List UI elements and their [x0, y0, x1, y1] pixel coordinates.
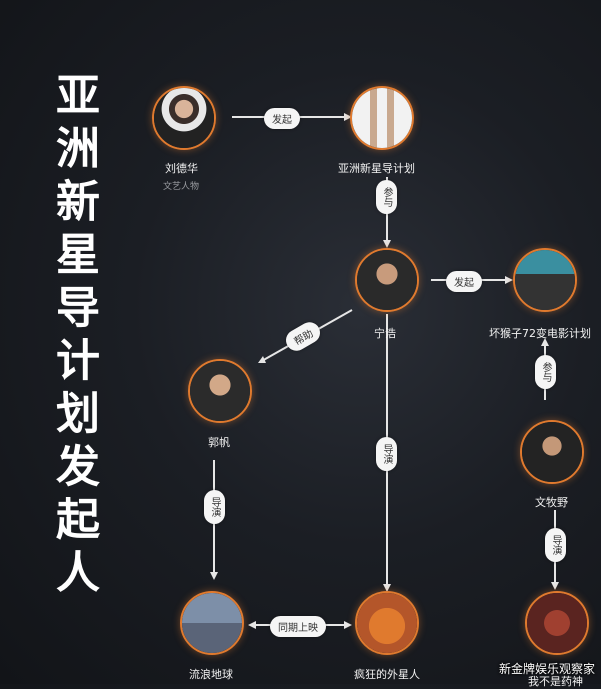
edge-label-daoyan: 导演 — [204, 490, 225, 524]
node-liudehua[interactable] — [152, 86, 216, 150]
edge-label-daoyan: 导演 — [545, 528, 566, 562]
edge-label-canyu: 参与 — [535, 355, 556, 389]
node-label: 疯狂的外星人 — [354, 668, 420, 681]
arrowhead — [344, 621, 352, 629]
node-label: 坏猴子72变电影计划 — [489, 327, 591, 340]
node-label: 郭帆 — [208, 436, 230, 449]
node-wenmuye[interactable] — [520, 420, 584, 484]
page-title: 亚洲新星导计划发起人 — [48, 72, 99, 602]
node-plan[interactable] — [350, 86, 414, 150]
edge-label-faqi: 发起 — [446, 271, 482, 292]
arrowhead — [551, 582, 559, 590]
arrowhead — [258, 356, 266, 363]
node-label: 刘德华 — [165, 162, 198, 175]
edge-label-faqi: 发起 — [264, 108, 300, 129]
arrowhead — [383, 584, 391, 592]
portrait-image — [527, 593, 587, 653]
portrait-image — [190, 361, 250, 421]
node-yaoshen[interactable] — [525, 591, 589, 655]
portrait-image — [522, 422, 582, 482]
arrowhead — [505, 276, 513, 284]
portrait-image — [357, 593, 417, 653]
node-fengkuang[interactable] — [355, 591, 419, 655]
node-sublabel: 文艺人物 — [163, 182, 200, 192]
portrait-image — [182, 593, 242, 653]
node-guofan[interactable] — [188, 359, 252, 423]
portrait-image — [357, 250, 417, 310]
node-label: 宁浩 — [374, 327, 396, 340]
node-label: 亚洲新星导计划 — [338, 162, 415, 175]
node-ninghao[interactable] — [355, 248, 419, 312]
node-liulang[interactable] — [180, 591, 244, 655]
arrowhead — [383, 240, 391, 248]
arrowhead — [541, 338, 549, 346]
watermark: 新金牌娱乐观察家 — [498, 662, 595, 676]
edge-label-canyu: 参与 — [376, 180, 397, 214]
arrowhead — [210, 572, 218, 580]
edge-label-tongqi: 同期上映 — [270, 616, 326, 637]
node-label: 流浪地球 — [189, 668, 233, 681]
arrowhead — [344, 113, 352, 121]
arrowhead — [248, 621, 256, 629]
node-label: 文牧野 — [535, 496, 568, 509]
portrait-image — [352, 88, 412, 148]
edge-label-daoyan: 导演 — [376, 437, 397, 471]
portrait-image — [154, 88, 214, 148]
portrait-image — [515, 250, 575, 310]
node-huaihouzi[interactable] — [513, 248, 577, 312]
